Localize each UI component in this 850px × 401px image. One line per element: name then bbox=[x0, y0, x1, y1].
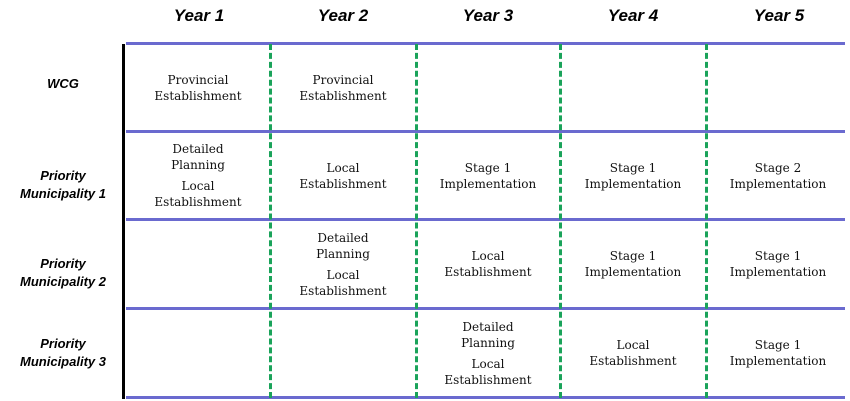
cell-pm1-year-5: Stage 2 Implementation bbox=[708, 133, 848, 218]
row-label-line: Priority bbox=[40, 256, 86, 271]
row-divider bbox=[126, 307, 845, 310]
row-divider bbox=[126, 130, 845, 133]
row-divider bbox=[126, 42, 845, 45]
column-divider bbox=[559, 44, 562, 398]
cell-wcg-year-1: Provincial Establishment bbox=[128, 45, 268, 130]
cell-text: Local Establishment bbox=[444, 356, 532, 387]
row-label-priority-municipality-3: Priority Municipality 3 bbox=[0, 310, 126, 396]
header-year-1: Year 1 bbox=[173, 6, 225, 25]
row-label-wcg: WCG bbox=[0, 45, 126, 123]
column-divider bbox=[415, 44, 418, 398]
cell-text: Provincial Establishment bbox=[154, 72, 242, 103]
cell-text: Local Establishment bbox=[154, 179, 242, 209]
row-label-line: Municipality 1 bbox=[20, 186, 106, 201]
cell-pm1-year-1: Detailed Planning Local Establishment bbox=[128, 133, 268, 218]
cell-text: Detailed Planning bbox=[171, 142, 225, 172]
cell-text: Local Establishment bbox=[299, 267, 387, 298]
row-divider bbox=[126, 218, 845, 221]
cell-text: Stage 2 Implementation bbox=[729, 160, 827, 191]
row-label-line: Priority bbox=[40, 336, 86, 351]
cell-pm2-year-4: Stage 1 Implementation bbox=[563, 221, 703, 307]
cell-pm2-year-5: Stage 1 Implementation bbox=[708, 221, 848, 307]
cell-text: Detailed Planning bbox=[461, 319, 515, 350]
row-divider bbox=[126, 396, 845, 399]
cell-text: Provincial Establishment bbox=[299, 72, 387, 103]
cell-pm1-year-4: Stage 1 Implementation bbox=[563, 133, 703, 218]
cell-text: Stage 1 Implementation bbox=[439, 160, 537, 191]
cell-text: Stage 1 Implementation bbox=[584, 249, 682, 279]
cell-pm1-year-3: Stage 1 Implementation bbox=[418, 133, 558, 218]
column-divider bbox=[269, 44, 272, 398]
cell-pm1-year-2: Local Establishment bbox=[273, 133, 413, 218]
cell-text: Local Establishment bbox=[299, 160, 387, 191]
header-year-3: Year 3 bbox=[462, 6, 514, 25]
cell-pm3-year-3: Detailed Planning Local Establishment bbox=[418, 310, 558, 396]
cell-pm3-year-5: Stage 1 Implementation bbox=[708, 310, 848, 396]
header-year-5: Year 5 bbox=[753, 6, 805, 25]
row-label-line: Municipality 2 bbox=[20, 274, 106, 289]
column-divider bbox=[705, 44, 708, 398]
header-year-2: Year 2 bbox=[317, 6, 369, 25]
row-label-line: WCG bbox=[47, 76, 79, 91]
cell-text: Detailed Planning bbox=[316, 230, 370, 261]
left-axis-line bbox=[122, 44, 125, 399]
cell-text: Local Establishment bbox=[444, 249, 532, 279]
row-label-line: Priority bbox=[40, 168, 86, 183]
cell-text: Stage 1 Implementation bbox=[729, 338, 827, 368]
row-label-line: Municipality 3 bbox=[20, 354, 106, 369]
cell-text: Stage 1 Implementation bbox=[584, 160, 682, 191]
cell-text: Local Establishment bbox=[589, 338, 677, 368]
header-year-4: Year 4 bbox=[607, 6, 659, 25]
cell-pm2-year-3: Local Establishment bbox=[418, 221, 558, 307]
cell-wcg-year-2: Provincial Establishment bbox=[273, 45, 413, 130]
row-label-priority-municipality-2: Priority Municipality 2 bbox=[0, 221, 126, 325]
cell-pm3-year-4: Local Establishment bbox=[563, 310, 703, 396]
cell-pm2-year-2: Detailed Planning Local Establishment bbox=[273, 221, 413, 307]
cell-text: Stage 1 Implementation bbox=[729, 249, 827, 279]
row-label-priority-municipality-1: Priority Municipality 1 bbox=[0, 133, 126, 237]
